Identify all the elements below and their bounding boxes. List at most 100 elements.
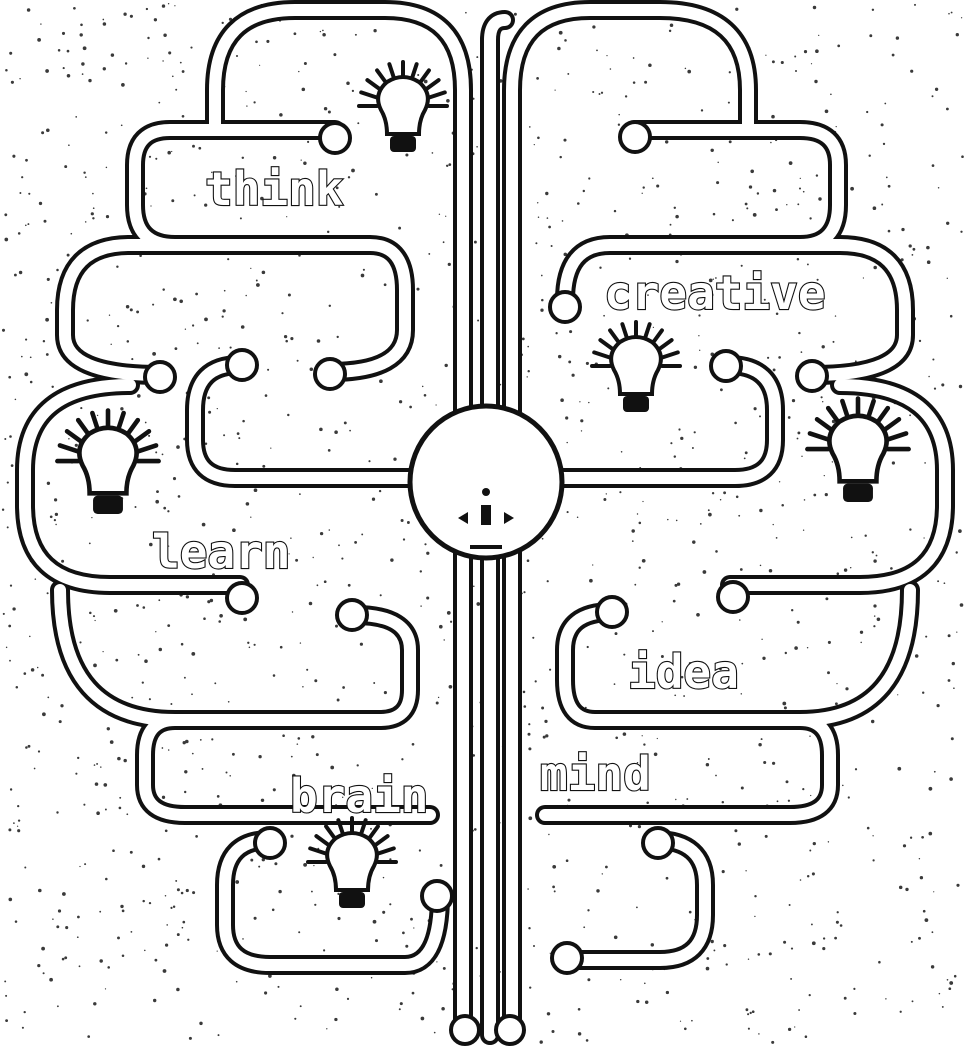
noise-speck	[182, 927, 184, 929]
noise-speck	[254, 488, 258, 492]
noise-speck	[115, 659, 118, 662]
noise-speck	[114, 609, 118, 613]
noise-speck	[474, 828, 477, 831]
node	[422, 881, 452, 911]
noise-speck	[109, 315, 110, 316]
noise-speck	[807, 875, 809, 877]
noise-speck	[948, 679, 951, 682]
noise-speck	[96, 811, 100, 815]
noise-speck	[46, 129, 50, 133]
noise-speck	[309, 602, 313, 606]
noise-speck	[797, 431, 800, 434]
noise-speck	[208, 411, 211, 414]
noise-speck	[183, 741, 186, 744]
noise-speck	[872, 9, 874, 11]
noise-speck	[299, 493, 301, 495]
noise-speck	[842, 785, 844, 787]
noise-speck	[449, 685, 453, 689]
noise-speck	[735, 8, 738, 11]
noise-speck	[89, 542, 91, 544]
noise-speck	[947, 278, 948, 279]
noise-speck	[851, 537, 853, 539]
noise-speck	[873, 559, 876, 562]
noise-speck	[865, 535, 867, 537]
noise-speck	[592, 91, 594, 93]
noise-speck	[652, 630, 654, 632]
noise-speck	[3, 613, 5, 615]
noise-speck	[853, 1012, 856, 1015]
noise-speck	[797, 621, 800, 624]
noise-speck	[87, 1035, 90, 1038]
noise-speck	[789, 904, 791, 906]
noise-speck	[337, 336, 339, 338]
noise-speck	[779, 481, 780, 482]
noise-speck	[554, 890, 556, 892]
noise-speck	[107, 727, 110, 730]
noise-speck	[669, 30, 671, 32]
noise-speck	[805, 1035, 808, 1038]
noise-speck	[540, 1040, 543, 1043]
noise-speck	[909, 528, 911, 530]
noise-speck	[92, 193, 94, 195]
noise-speck	[93, 615, 95, 617]
noise-speck	[528, 733, 531, 736]
noise-speck	[227, 258, 229, 260]
label-idea: idea	[628, 645, 739, 699]
noise-speck	[619, 491, 621, 493]
noise-speck	[760, 565, 762, 567]
noise-speck	[476, 947, 478, 949]
noise-speck	[698, 335, 699, 336]
noise-speck	[237, 432, 240, 435]
noise-speck	[181, 892, 184, 895]
noise-speck	[788, 1028, 791, 1031]
noise-speck	[527, 370, 529, 372]
noise-speck	[258, 755, 261, 758]
noise-speck	[918, 937, 921, 940]
noise-speck	[130, 931, 132, 933]
noise-speck	[43, 340, 45, 342]
noise-speck	[813, 6, 816, 9]
noise-speck	[30, 356, 32, 358]
noise-speck	[769, 569, 773, 573]
noise-speck	[167, 624, 170, 627]
noise-speck	[56, 925, 59, 928]
noise-speck	[421, 1017, 425, 1021]
noise-speck	[722, 801, 724, 803]
noise-speck	[400, 1002, 403, 1005]
noise-speck	[745, 203, 748, 206]
hub-circle	[410, 406, 562, 558]
noise-speck	[235, 880, 239, 884]
noise-speck	[827, 671, 830, 674]
noise-speck	[131, 697, 133, 699]
noise-speck	[581, 430, 582, 431]
noise-speck	[80, 407, 82, 409]
noise-speck	[813, 494, 816, 497]
noise-speck	[416, 288, 419, 291]
noise-speck	[246, 502, 250, 506]
noise-speck	[223, 434, 225, 436]
noise-speck	[255, 40, 258, 43]
noise-speck	[816, 174, 818, 176]
noise-speck	[363, 269, 365, 271]
noise-speck	[83, 804, 85, 806]
noise-speck	[809, 850, 811, 852]
label-mind: mind	[540, 747, 651, 801]
noise-speck	[338, 544, 340, 546]
track-inner	[550, 365, 775, 478]
noise-speck	[93, 664, 97, 668]
noise-speck	[909, 414, 911, 416]
noise-speck	[15, 920, 18, 923]
node	[718, 582, 748, 612]
noise-speck	[642, 559, 646, 563]
noise-speck	[176, 445, 180, 449]
noise-speck	[148, 435, 150, 437]
noise-speck	[424, 394, 427, 397]
noise-speck	[254, 644, 256, 646]
noise-speck	[126, 305, 129, 308]
noise-speck	[860, 642, 862, 644]
noise-speck	[952, 662, 955, 665]
noise-speck	[41, 131, 44, 134]
lightbulb-icon	[57, 411, 158, 515]
noise-speck	[639, 522, 642, 525]
noise-speck	[368, 460, 370, 462]
